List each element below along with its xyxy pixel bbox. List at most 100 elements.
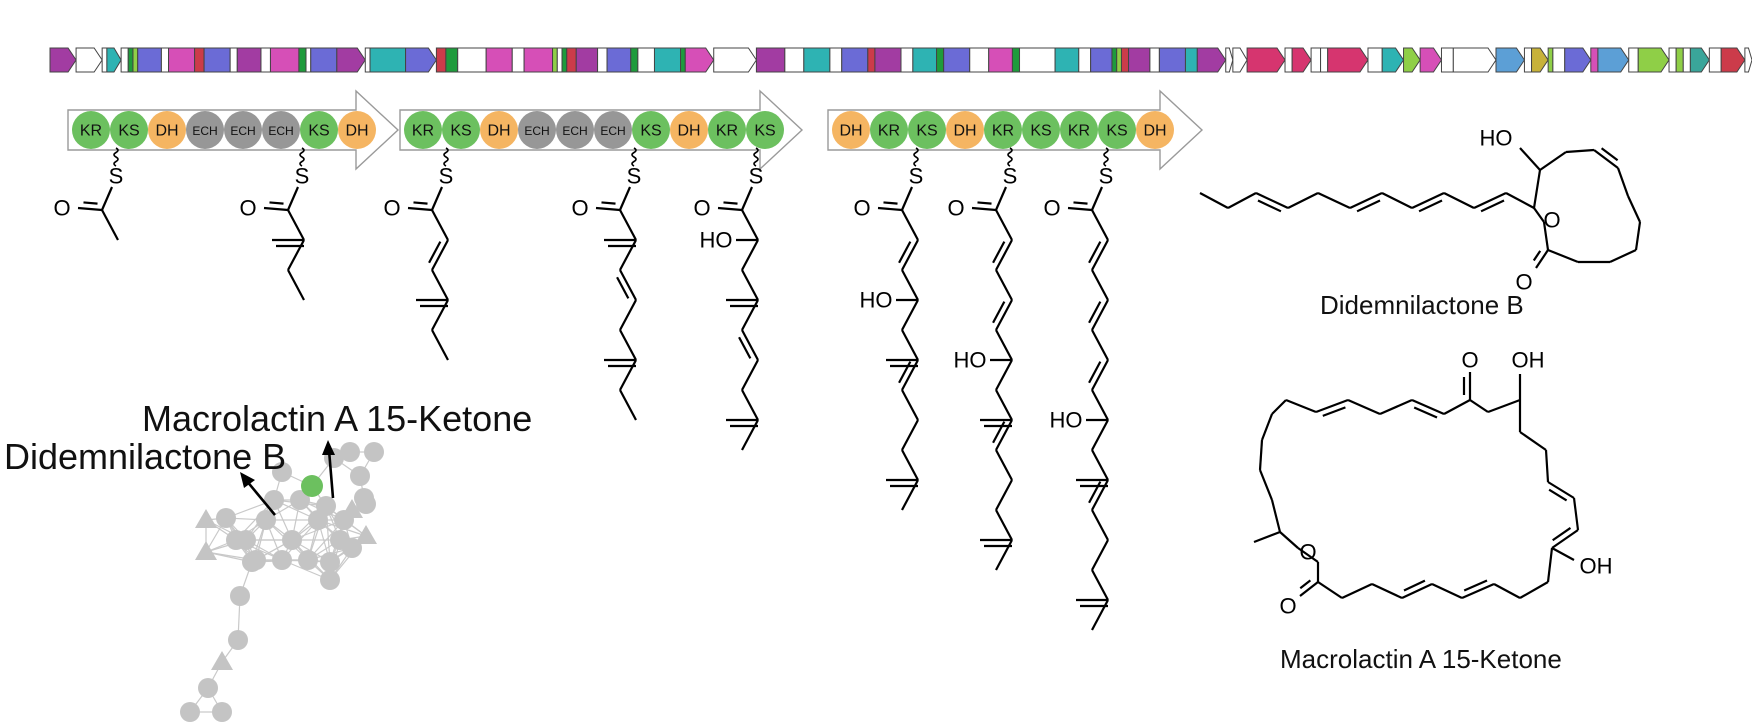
gene-segment xyxy=(1720,47,1746,73)
domain-ech xyxy=(262,111,300,149)
bond xyxy=(1593,149,1619,169)
domain-label: KS xyxy=(1106,123,1127,140)
network-node xyxy=(228,630,248,650)
domain-dh xyxy=(670,111,708,149)
wavy-bond xyxy=(1103,147,1109,167)
bond xyxy=(287,209,305,241)
network-node xyxy=(298,550,318,570)
gene-segment xyxy=(684,47,715,73)
gene-segment xyxy=(203,47,231,73)
double-bond xyxy=(1073,201,1088,205)
double-bond xyxy=(413,201,428,205)
gene-segment xyxy=(1547,47,1554,73)
bond xyxy=(1401,583,1433,599)
domain-label: KR xyxy=(80,123,102,140)
double-bond xyxy=(1480,199,1505,213)
network-node xyxy=(216,508,236,528)
ring-oxygen: O xyxy=(1299,540,1316,565)
gene-segment xyxy=(1419,47,1443,73)
bond xyxy=(901,449,919,481)
double-bond xyxy=(1299,579,1312,590)
bond xyxy=(1547,248,1579,264)
domain-label: KR xyxy=(992,123,1014,140)
domain-ech xyxy=(518,111,556,149)
gene-segment xyxy=(597,47,608,73)
wavy-bond xyxy=(631,147,637,167)
gene-segment xyxy=(1675,47,1684,73)
bond xyxy=(1572,497,1580,531)
domain-ech xyxy=(186,111,224,149)
gene-segment xyxy=(575,47,599,73)
bond xyxy=(1253,530,1281,544)
oxygen-atom: O xyxy=(571,196,588,221)
gene-segment xyxy=(630,47,639,73)
bond xyxy=(1546,547,1554,583)
gene-segment xyxy=(653,47,682,73)
network-node xyxy=(264,490,284,510)
bond xyxy=(995,299,1013,331)
sulfur-atom: S xyxy=(909,164,924,189)
bond xyxy=(1258,469,1274,501)
network-label-macrolactin: Macrolactin A 15-Ketone xyxy=(142,398,533,439)
gene-segment xyxy=(1637,47,1670,73)
network-node xyxy=(282,530,302,550)
bond xyxy=(431,269,449,301)
domain-ks xyxy=(746,111,784,149)
pointer-arrow-didemnilactone xyxy=(244,479,277,516)
gene-segment xyxy=(269,47,300,73)
bond xyxy=(1260,413,1274,441)
sulfur-atom: S xyxy=(627,164,642,189)
bond xyxy=(1341,583,1373,599)
domain-label: KS xyxy=(916,123,937,140)
bond xyxy=(900,186,914,211)
bond xyxy=(77,206,103,212)
gene-segment xyxy=(1054,47,1080,73)
sulfur-atom: S xyxy=(749,164,764,189)
bond xyxy=(901,419,919,451)
bond xyxy=(1487,398,1521,414)
network-node-triangle xyxy=(355,525,377,544)
bond xyxy=(1505,192,1535,209)
gene-segment xyxy=(101,47,108,73)
oxygen-atom: O xyxy=(947,196,964,221)
bond xyxy=(1532,169,1542,209)
hydroxyl-label: HO xyxy=(1480,126,1513,151)
double-bond xyxy=(1600,147,1619,162)
gene-segment xyxy=(969,47,990,73)
bond xyxy=(1287,192,1319,209)
domain-label: DH xyxy=(487,123,510,140)
network-node xyxy=(242,552,262,572)
domain-ks xyxy=(908,111,946,149)
gene-segment xyxy=(435,47,447,73)
domain-ech xyxy=(594,111,632,149)
macrolactin-title: Macrolactin A 15-Ketone xyxy=(1280,644,1562,674)
bond xyxy=(619,359,637,391)
double-bond xyxy=(1548,488,1568,502)
domain-dh xyxy=(832,111,870,149)
gene-segment xyxy=(841,47,869,73)
bond xyxy=(995,239,1013,271)
gene-segment xyxy=(369,47,407,73)
gene-segment xyxy=(1111,47,1118,73)
domain-label: KS xyxy=(118,123,139,140)
bond xyxy=(1565,148,1595,154)
double-bond xyxy=(992,301,1006,324)
bond xyxy=(1627,195,1641,223)
gene-segment xyxy=(305,47,312,73)
domain-label: DH xyxy=(839,123,862,140)
ring-oxygen: O xyxy=(1543,208,1560,233)
bond xyxy=(1443,399,1471,415)
bond xyxy=(995,389,1013,421)
gene-segment xyxy=(606,47,632,73)
hydroxyl-label: OH xyxy=(1512,348,1545,373)
bond xyxy=(1616,167,1630,197)
bond xyxy=(1299,581,1319,597)
domain-kr xyxy=(984,111,1022,149)
gene-segment xyxy=(1284,47,1293,73)
network-node xyxy=(290,490,310,510)
domain-label: KR xyxy=(716,123,738,140)
gene-segment xyxy=(1744,47,1752,73)
bond xyxy=(430,186,444,211)
gene-segment xyxy=(1158,47,1186,73)
